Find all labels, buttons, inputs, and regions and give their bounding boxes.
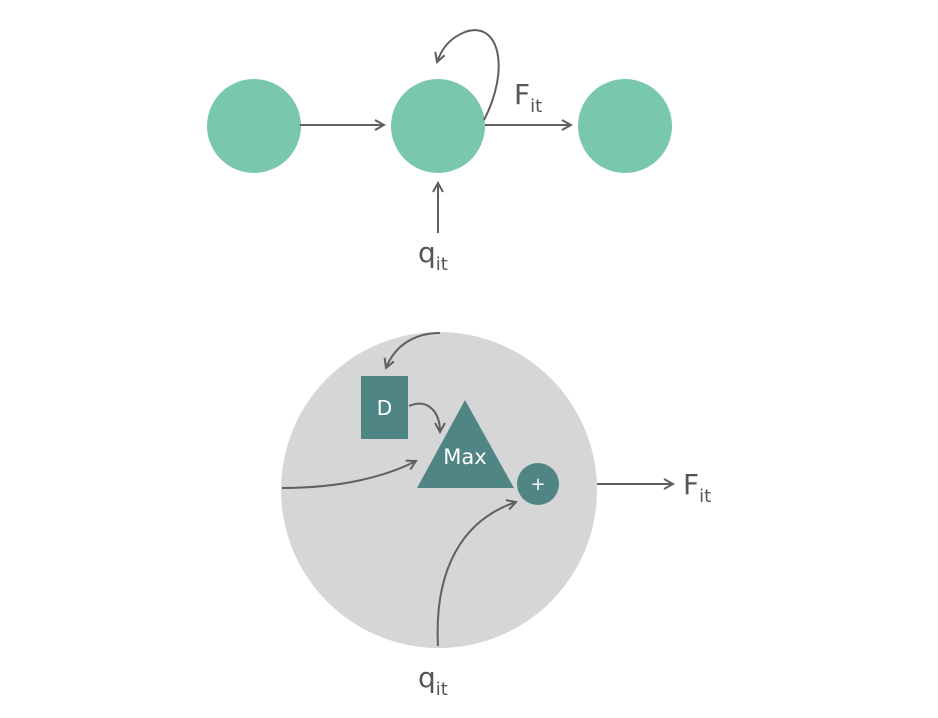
cell-circle [281, 332, 597, 648]
delay-to-max-edge [408, 402, 440, 432]
input-to-sum-edge [436, 502, 516, 647]
recurrent-feedback-edge [386, 332, 441, 368]
top-output-label: Fit [514, 78, 542, 117]
cell-detail: D Max + Fit qit [281, 332, 711, 700]
node-center [391, 79, 485, 173]
left-input-edge [281, 461, 416, 489]
top-graph: Fit qit [207, 29, 672, 275]
delay-label: D [377, 396, 392, 420]
max-label: Max [443, 445, 486, 469]
node-right [578, 79, 672, 173]
self-loop-edge [437, 29, 500, 121]
detail-input-label: qit [418, 661, 448, 700]
delay-block [361, 376, 408, 439]
max-block [417, 400, 514, 488]
sum-node [517, 463, 559, 505]
node-left [207, 79, 301, 173]
detail-output-label: Fit [683, 468, 711, 507]
top-input-label: qit [418, 236, 448, 275]
sum-label: + [530, 474, 545, 495]
